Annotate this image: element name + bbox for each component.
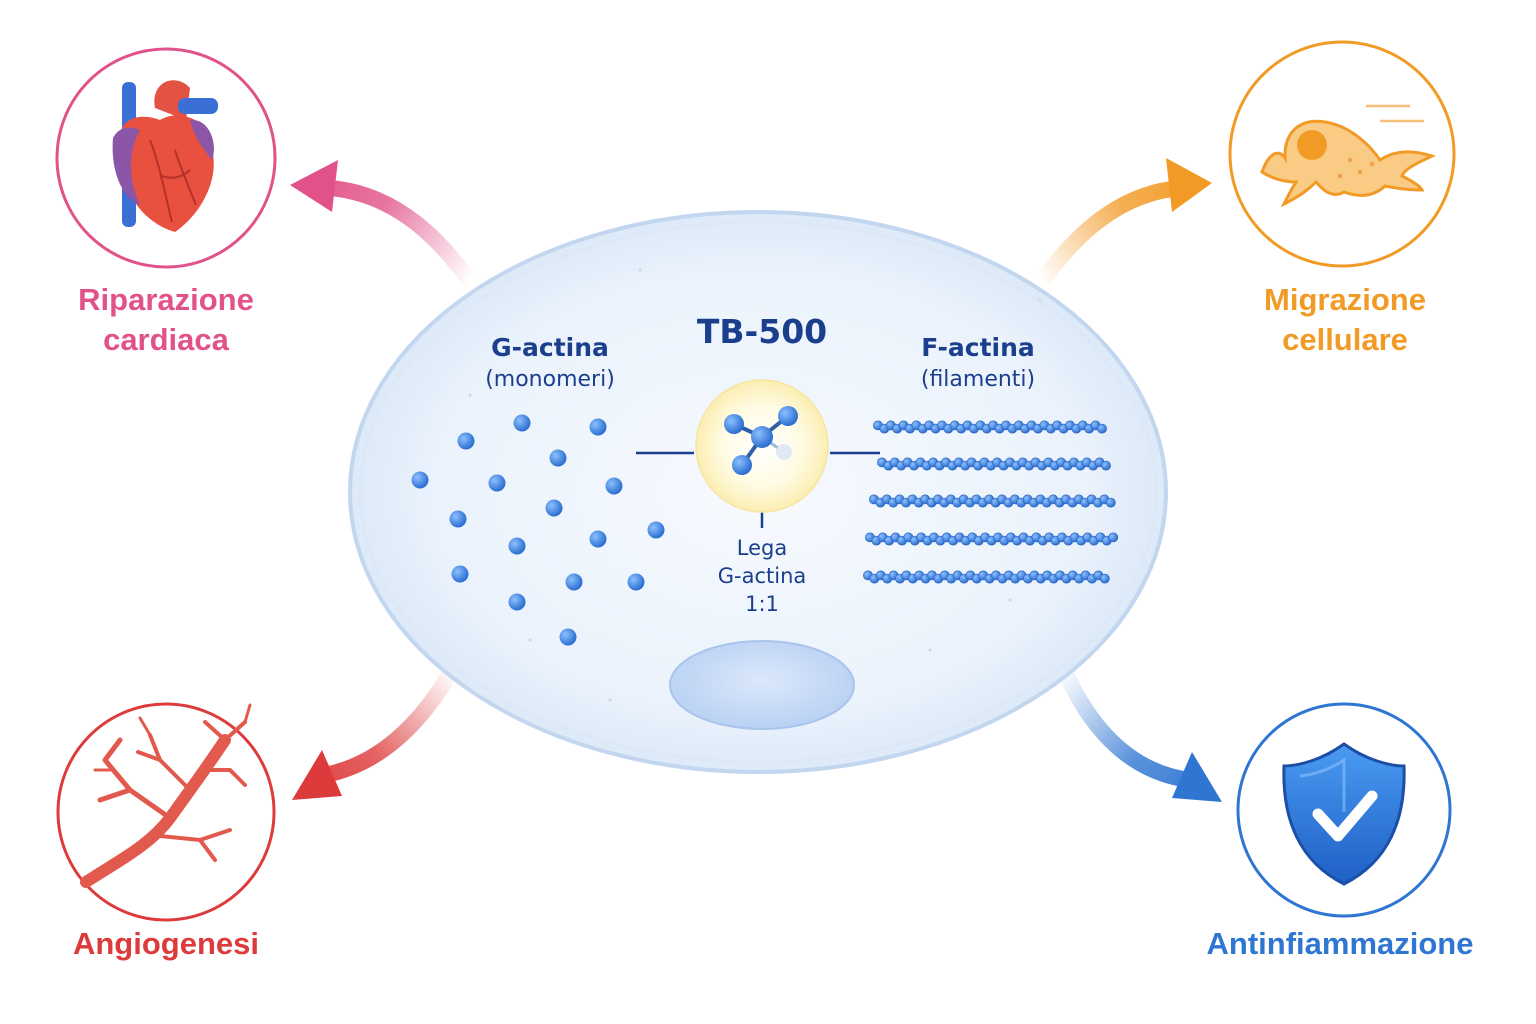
- arrow-to-angiogenesis: [292, 662, 460, 800]
- binding-line2: G-actina: [717, 564, 807, 588]
- f-actin-filaments: [863, 420, 1119, 584]
- g-actin-bead: [508, 537, 526, 555]
- g-actin-bead: [457, 432, 475, 450]
- f-actin-filament: [869, 494, 1116, 508]
- nucleus: [669, 640, 855, 730]
- f-actin-filament: [865, 532, 1119, 546]
- cell-migration-label: Migrazione cellulare: [1215, 280, 1475, 360]
- f-actin-filament: [873, 420, 1107, 434]
- migration-label-line2: cellulare: [1282, 322, 1408, 357]
- angiogenesis-node: [56, 702, 276, 922]
- tb500-molecule: [695, 379, 829, 513]
- angiogenesis-label-text: Angiogenesi: [72, 926, 259, 961]
- binding-line3: 1:1: [745, 592, 779, 616]
- g-actin-bead: [451, 565, 469, 583]
- g-actin-subtitle: (monomeri): [485, 367, 615, 392]
- g-actin-monomers: [411, 414, 665, 646]
- cardiac-repair-label: Riparazione cardiaca: [36, 280, 296, 360]
- g-actin-title: G-actina: [491, 333, 609, 362]
- arrow-to-antiinflammation: [1057, 664, 1222, 802]
- f-actin-title: F-actina: [921, 333, 1035, 362]
- g-actin-bead: [589, 530, 607, 548]
- g-actin-bead: [589, 418, 607, 436]
- binding-line1: Lega: [736, 536, 788, 560]
- cardiac-label-line2: cardiaca: [103, 322, 229, 357]
- antiinflammation-node: [1236, 702, 1452, 918]
- cell-migration-node: [1228, 40, 1456, 268]
- migrating-cell-icon: [1260, 104, 1437, 208]
- g-actin-bead: [508, 593, 526, 611]
- f-actin-heading: F-actina (filamenti): [878, 332, 1078, 396]
- angiogenesis-label: Angiogenesi: [26, 924, 306, 964]
- g-actin-bead: [449, 510, 467, 528]
- f-actin-filament: [863, 570, 1110, 584]
- g-actin-bead: [565, 573, 583, 591]
- f-actin-filament: [877, 457, 1111, 471]
- arrow-to-cardiac: [290, 160, 478, 290]
- shield-check-icon: [1282, 742, 1406, 886]
- antiinflammation-label-text: Antinfiammazione: [1206, 926, 1474, 961]
- tb500-title: TB-500: [696, 312, 828, 351]
- g-actin-heading: G-actina (monomeri): [450, 332, 650, 396]
- g-actin-bead: [605, 477, 623, 495]
- cardiac-label-line1: Riparazione: [78, 282, 254, 317]
- binding-note: Lega G-actina 1:1: [682, 534, 842, 618]
- g-actin-bead: [549, 449, 567, 467]
- f-actin-subtitle: (filamenti): [920, 367, 1036, 392]
- migration-label-line1: Migrazione: [1264, 282, 1426, 317]
- g-actin-bead: [545, 499, 563, 517]
- antiinflammation-label: Antinfiammazione: [1180, 924, 1500, 964]
- arrow-to-migration: [1034, 158, 1212, 290]
- g-actin-bead: [647, 521, 665, 539]
- g-actin-bead: [411, 471, 429, 489]
- cardiac-repair-node: [55, 47, 277, 269]
- g-actin-bead: [627, 573, 645, 591]
- blood-vessel-icon: [80, 703, 252, 888]
- heart-icon: [112, 80, 218, 232]
- g-actin-bead: [488, 474, 506, 492]
- g-actin-bead: [513, 414, 531, 432]
- g-actin-bead: [559, 628, 577, 646]
